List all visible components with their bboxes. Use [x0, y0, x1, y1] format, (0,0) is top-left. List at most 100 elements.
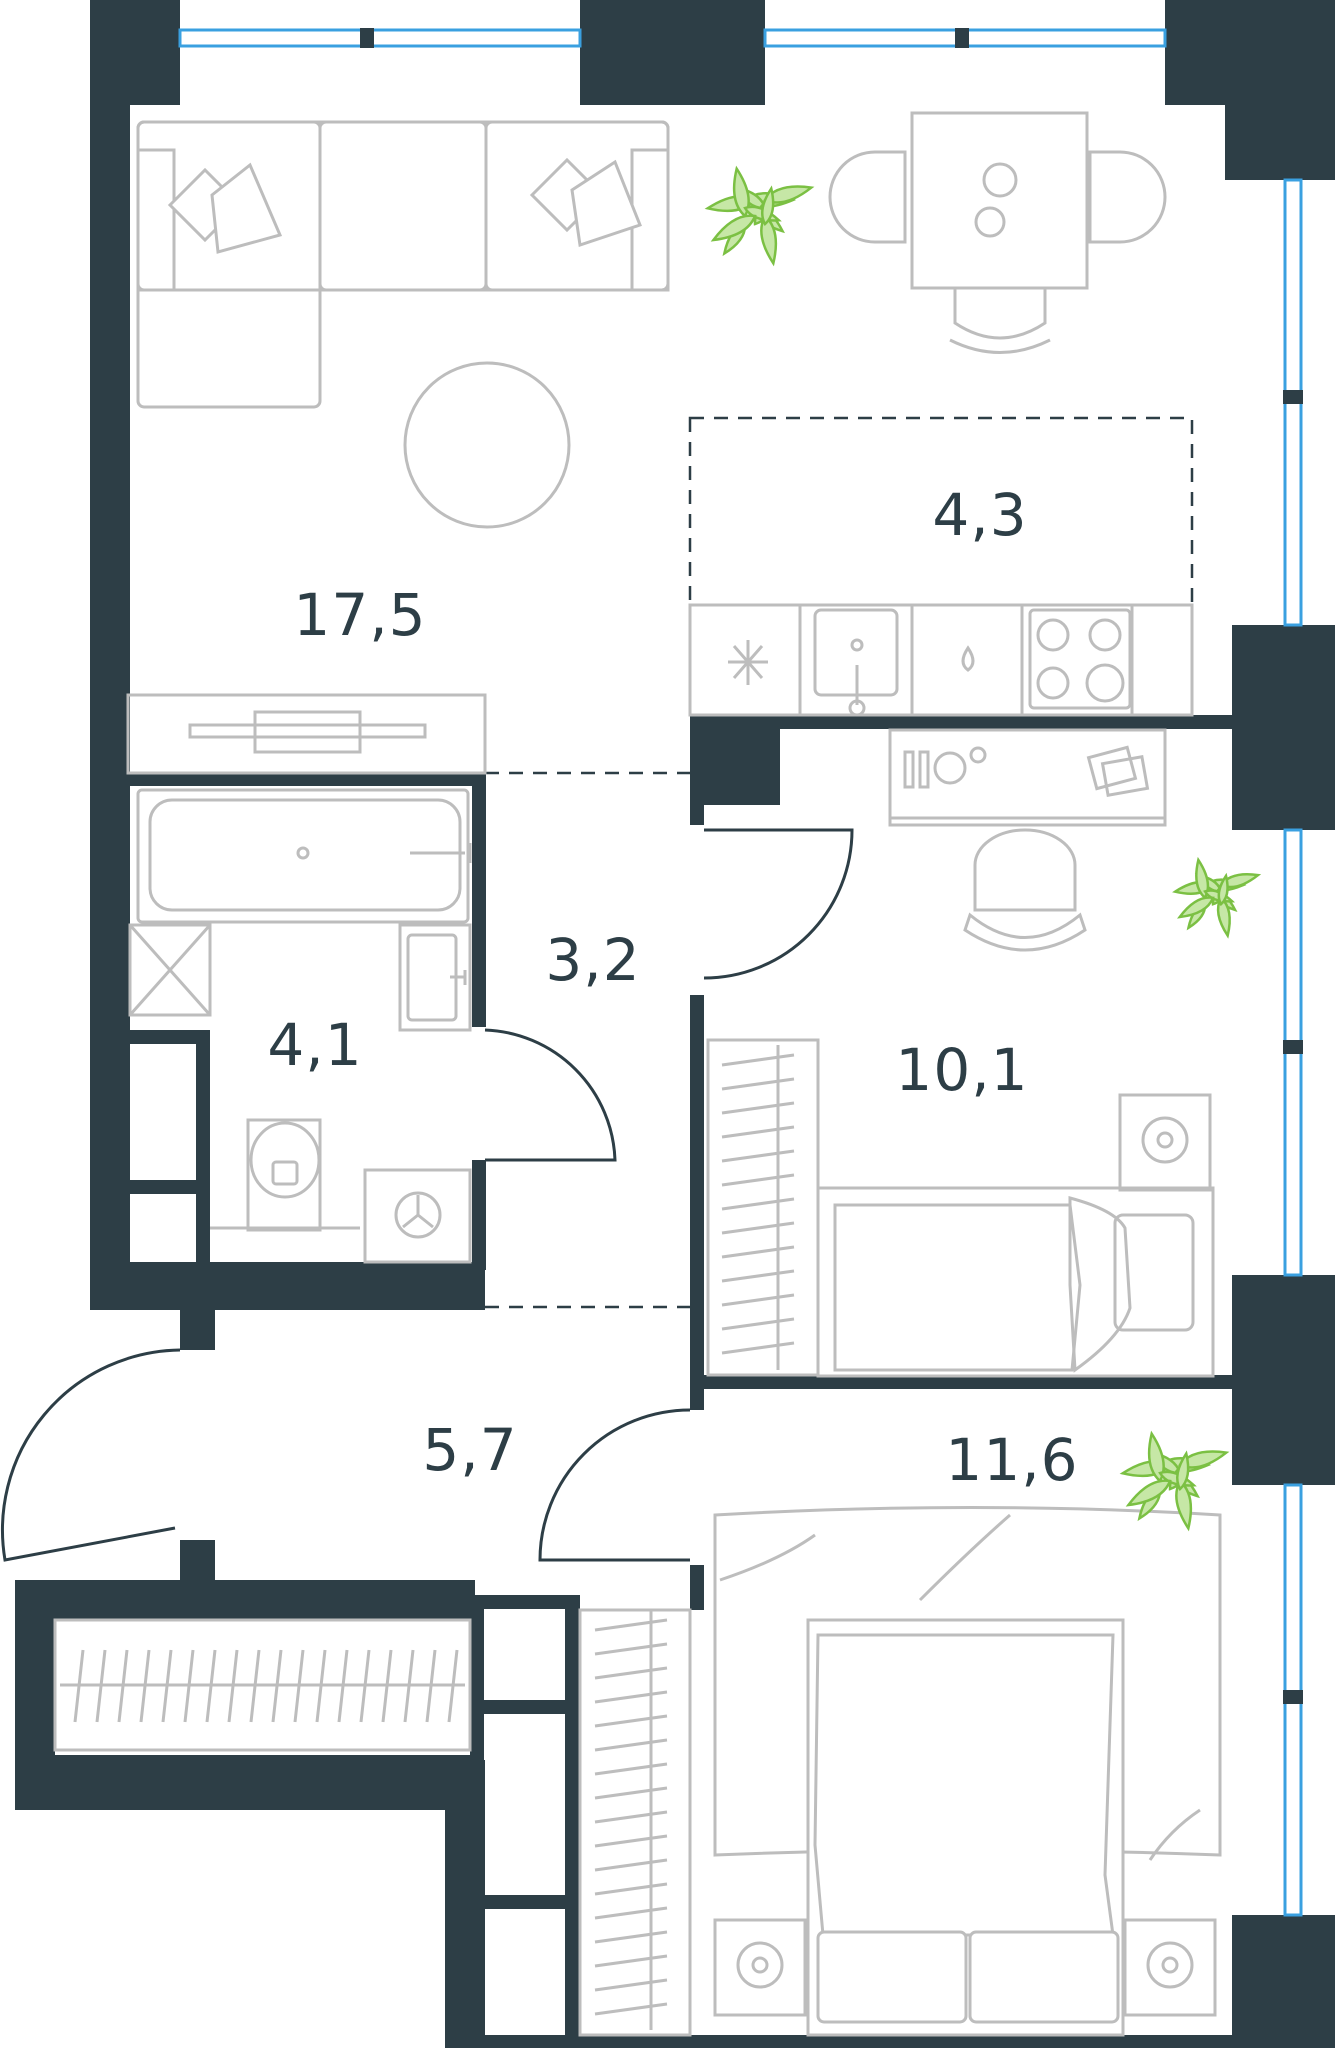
plant-leaf [761, 185, 775, 226]
hanger-line [721, 1245, 795, 1259]
walls [15, 0, 1335, 2048]
bathtub-faucet [410, 843, 472, 863]
wall-closet2-v [470, 1595, 484, 2045]
bed-single-blanket [1068, 1196, 1132, 1373]
hanger-line [594, 1618, 668, 1632]
wall-kitchen-bottom [690, 715, 1235, 729]
door-corridor-bedroom [703, 828, 854, 980]
door-entry [1, 1348, 181, 1562]
window-right-3-mullion [1283, 1690, 1303, 1704]
nightstand-2 [713, 1918, 807, 2017]
hanger-line [594, 1762, 668, 1776]
bathroom-fixtures [128, 788, 472, 1264]
hanger-line [594, 1978, 668, 1992]
sink-icon [813, 608, 899, 717]
wall-closet-top [15, 1580, 475, 1620]
hanger-line [594, 1882, 668, 1896]
dining-chair-bottom-back [949, 338, 1051, 354]
hanger-line [721, 1149, 795, 1163]
desk-item-3 [933, 751, 967, 785]
hanger-line [721, 1293, 795, 1307]
plant-leaf [1219, 872, 1262, 889]
door-bathroom [484, 1028, 617, 1162]
nightstand-2-lamp [736, 1941, 784, 1989]
wall-lower-door-stub [690, 1565, 704, 1610]
area-label-bedroom-large: 11,6 [945, 1426, 1078, 1494]
desk-book-2 [1100, 755, 1150, 797]
plant-leaf [1178, 1450, 1230, 1469]
hanger-line [594, 1714, 668, 1728]
plant-leaf [1176, 1450, 1190, 1491]
desk-chair-back [963, 912, 1087, 952]
plant-leaf [710, 214, 757, 242]
sofa-seat-left [136, 120, 322, 409]
tv-base [253, 710, 362, 754]
windows [178, 28, 1303, 1917]
dining-chair-bottom [953, 286, 1047, 340]
wall-bath-right-upper [472, 772, 486, 1027]
nightstand-1-lamp [1141, 1116, 1189, 1164]
wall-entry-stub [180, 1305, 215, 1350]
window-right-2-mullion [1283, 1040, 1303, 1054]
nightstand-3-lamp [1146, 1941, 1194, 1989]
bed-double-pillow-2 [968, 1930, 1120, 2024]
plant-bedroom-small [1172, 856, 1262, 939]
hanger-line [594, 1690, 668, 1704]
kitchen-counter [688, 603, 1194, 717]
plant-leaf [763, 185, 815, 204]
hanger-line [594, 1834, 668, 1848]
table-item-1 [982, 162, 1018, 198]
tv-stand [126, 693, 487, 775]
wall-top-left-block [90, 0, 180, 105]
washing-machine [363, 1168, 472, 1264]
area-label-kitchen: 4,3 [932, 481, 1027, 549]
hanger-line [721, 1341, 795, 1355]
bed-single-frame [816, 1186, 1215, 1378]
hanger-line [721, 1197, 795, 1211]
area-label-hall: 5,7 [422, 1416, 517, 1484]
wardrobe-1-hangers [721, 1045, 795, 1370]
plant-leaf [1175, 1479, 1193, 1532]
washbasin-faucet [450, 970, 467, 985]
wall-lower-bottom [445, 2035, 1335, 2048]
plant-leaf [1125, 1479, 1172, 1507]
window-top-left [178, 28, 582, 48]
plant-leaf [1177, 896, 1215, 919]
bed-single [816, 1093, 1215, 1378]
rug-fold-2 [918, 1513, 1011, 1602]
sofa-cushion-2 [210, 162, 283, 254]
plant-leaf [1195, 856, 1210, 900]
wall-top-mid-block [580, 0, 765, 105]
hanger-line [594, 1666, 668, 1680]
hanger-line [594, 1738, 668, 1752]
wall-right-pier-2 [1232, 1275, 1335, 1485]
area-label-bathroom: 4,1 [267, 1011, 362, 1079]
hanger-line [721, 1101, 795, 1115]
hall-closet [53, 1618, 472, 1752]
hall-closet-hangers [60, 1649, 465, 1723]
hanger-line [721, 1173, 795, 1187]
desk-set [888, 728, 1167, 952]
bed-single-pillow [1113, 1213, 1195, 1332]
hanger-line [721, 1317, 795, 1331]
round-rug [403, 361, 571, 529]
sofa-seat-mid [318, 120, 488, 292]
desk-item-4 [969, 746, 987, 764]
plant-leaf [1216, 895, 1231, 939]
wall-closet2-left [470, 1595, 580, 1609]
washbasin-inner [406, 933, 458, 1022]
toilet [210, 1118, 360, 1232]
hanger-line [594, 2002, 668, 2016]
window-top-right-mullion [955, 28, 969, 48]
hanger-line [721, 1125, 795, 1139]
hanger-line [721, 1221, 795, 1235]
plant-leaf [760, 214, 778, 267]
area-labels: 17,5 4,3 3,2 4,1 10,1 5,7 11,6 [267, 481, 1078, 1494]
bed-double-pillow-1 [816, 1930, 968, 2024]
bed-single-mattress [833, 1203, 1082, 1372]
dining-chair-left [828, 150, 907, 244]
kitchen-zone-boundary [688, 416, 1194, 717]
wall-bath-inner-h2 [128, 1180, 208, 1194]
plant-leaf [1147, 1430, 1165, 1483]
nightstand-3 [1123, 1918, 1217, 2017]
